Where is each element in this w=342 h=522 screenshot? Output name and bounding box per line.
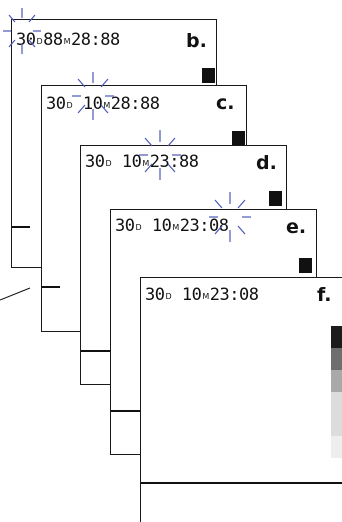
flash-burst-icon: [139, 130, 181, 180]
flash-burst-icon: [3, 8, 41, 54]
flash-burst-icon: [209, 192, 251, 242]
lcd-time: 23:08: [179, 216, 229, 236]
level-bar-segment: [331, 326, 342, 348]
edge-tick: [111, 410, 141, 412]
lcd-readout: 30D88M28:88: [16, 32, 120, 49]
lcd-unit-month: M: [202, 292, 209, 301]
lcd-unit-month: M: [172, 223, 179, 232]
lcd-days: 30: [145, 285, 165, 305]
lcd-time: 23:88: [149, 152, 199, 172]
lcd-readout: 30D 10M23:08: [115, 216, 229, 236]
indicator-block: [269, 191, 282, 206]
lcd-readout: 30D 10M28:88: [46, 94, 160, 114]
lcd-unit-month: M: [142, 159, 149, 168]
display-panel-f: 30D 10M23:08 f.: [140, 277, 342, 522]
lcd-days: 30: [85, 152, 105, 172]
lcd-time: 28:88: [71, 30, 120, 50]
edge-tick: [12, 226, 30, 228]
lcd-unit-days: D: [66, 101, 73, 110]
lcd-unit-month: M: [63, 37, 71, 46]
indicator-block: [202, 68, 215, 83]
lcd-time: 23:08: [209, 285, 259, 305]
baseline: [141, 482, 342, 484]
indicator-block: [299, 258, 312, 273]
lcd-unit-month: M: [103, 101, 110, 110]
edge-tick: [81, 350, 111, 352]
lcd-unit-days: D: [165, 292, 172, 301]
panel-label: b.: [186, 30, 207, 52]
lcd-month: 10: [82, 94, 103, 114]
indicator-block: [232, 131, 245, 146]
flash-burst-icon: [72, 72, 114, 120]
lcd-readout: 30D 10M23:88: [85, 152, 199, 172]
level-bar-segment: [331, 348, 342, 370]
lcd-time: 28:88: [110, 94, 160, 114]
lcd-readout: 30D 10M23:08: [145, 285, 259, 305]
lcd-month: 10: [181, 285, 202, 305]
level-bar-segment: [331, 392, 342, 436]
lcd-days: 30: [16, 30, 36, 50]
lcd-days: 30: [46, 94, 66, 114]
edge-tick: [42, 286, 60, 288]
lcd-days: 30: [115, 216, 135, 236]
lcd-month: 10: [151, 216, 172, 236]
lcd-month: 10: [121, 152, 142, 172]
lcd-unit-days: D: [105, 159, 112, 168]
panel-label: c.: [216, 92, 235, 114]
level-bar-segment: [331, 436, 342, 458]
level-bar-segment: [331, 370, 342, 392]
lcd-month: 88: [43, 30, 63, 50]
panel-label: f.: [317, 284, 332, 306]
lcd-unit-days: D: [36, 37, 43, 46]
panel-label: e.: [286, 216, 307, 238]
lcd-unit-days: D: [135, 223, 142, 232]
panel-label: d.: [256, 152, 277, 174]
